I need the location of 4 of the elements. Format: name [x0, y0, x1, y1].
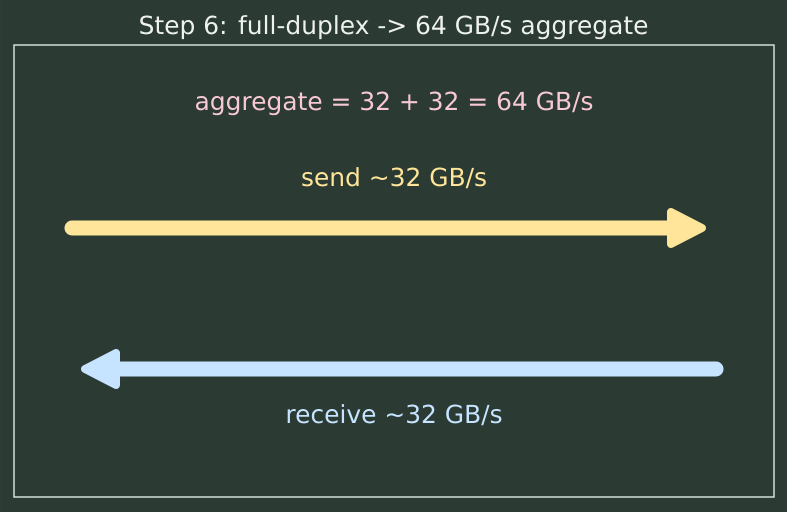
- title: Step 6: full-duplex -> 64 GB/s aggregate: [140, 15, 648, 40]
- arrow-label: receive ~32 GB/s: [288, 404, 502, 426]
- equation-text: aggregate = 32 + 32 = 64 GB/s: [196, 92, 592, 116]
- arrow-label: send ~32 GB/s: [302, 167, 486, 188]
